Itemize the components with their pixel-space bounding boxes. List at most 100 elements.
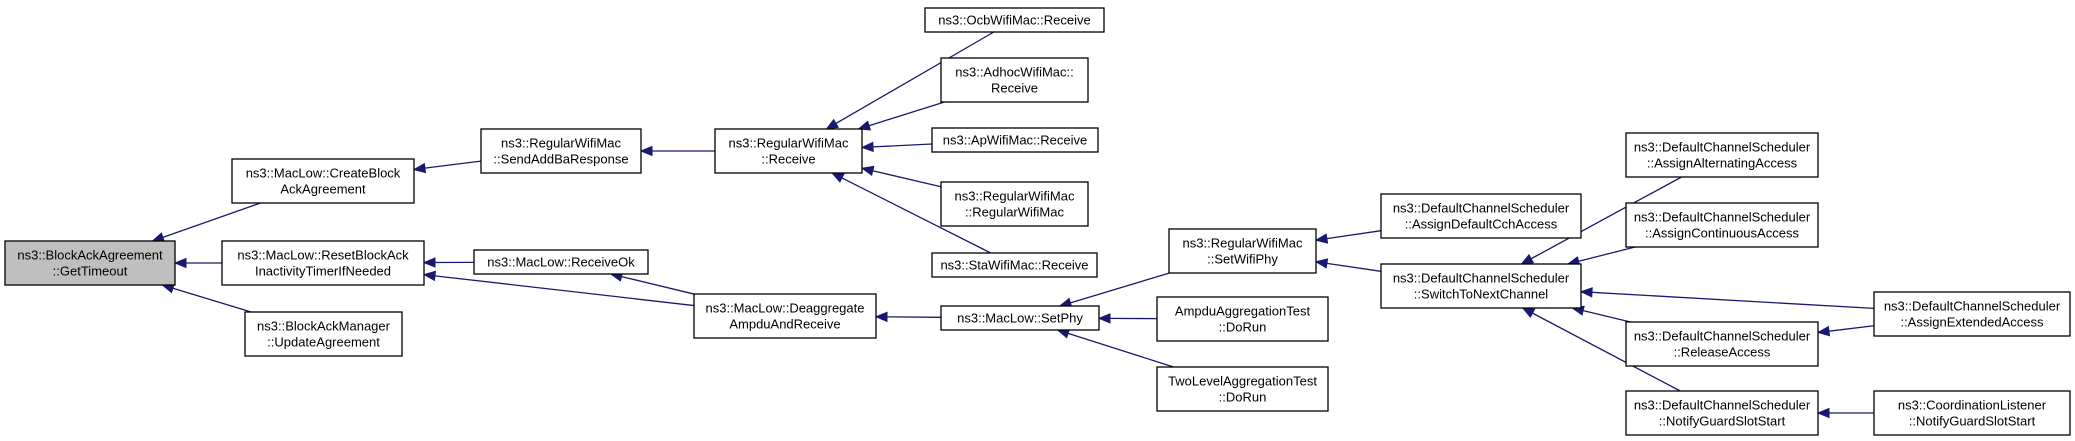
edge-assign-ext-to-release-access — [1816, 325, 1875, 337]
node-box[interactable] — [924, 7, 1105, 33]
edge-coord-listener-to-notify-guard — [1816, 407, 1874, 419]
node-coord-listener[interactable]: ns3::CoordinationListener::NotifyGuardSl… — [1873, 390, 2071, 436]
node-box[interactable] — [473, 249, 649, 275]
edge-line — [872, 170, 942, 188]
node-receive-ok[interactable]: ns3::MacLow::ReceiveOk — [473, 249, 649, 275]
node-sta-receive[interactable]: ns3::StaWifiMac::Receive — [931, 252, 1098, 278]
node-assign-cch[interactable]: ns3::DefaultChannelScheduler::AssignDefa… — [1380, 193, 1582, 239]
node-label: ::DoRun — [1219, 390, 1267, 405]
edge-line — [835, 31, 995, 125]
edge-ocb-receive-to-reg-receive — [825, 31, 995, 130]
node-box[interactable] — [931, 252, 1098, 278]
node-box[interactable] — [940, 57, 1089, 103]
node-label: ::SetWifiPhy — [1207, 252, 1278, 267]
node-box[interactable] — [1380, 263, 1582, 309]
node-label: ::NotifyGuardSlotStart — [1909, 414, 2036, 429]
node-set-phy[interactable]: ns3::MacLow::SetPhy — [940, 305, 1100, 331]
node-label: ns3::StaWifiMac::Receive — [940, 258, 1088, 273]
node-box[interactable] — [1156, 296, 1329, 342]
edge-line — [868, 101, 945, 127]
node-box[interactable] — [940, 305, 1100, 331]
edge-deaggregate-to-reset-block — [422, 270, 695, 307]
node-box[interactable] — [4, 240, 176, 286]
node-reg-receive[interactable]: ns3::RegularWifiMac::Receive — [714, 128, 863, 174]
node-label: ns3::AdhocWifiMac:: — [955, 65, 1074, 80]
edge-arrowhead — [422, 270, 437, 282]
node-release-access[interactable]: ns3::DefaultChannelScheduler::ReleaseAcc… — [1625, 321, 1819, 367]
node-box[interactable] — [693, 293, 877, 339]
edge-assign-cch-to-set-wifi-phy — [1314, 230, 1382, 244]
node-label: InactivityTimerIfNeeded — [255, 264, 391, 279]
node-label: ns3::DefaultChannelScheduler — [1393, 271, 1570, 286]
node-box[interactable] — [221, 240, 425, 286]
node-box[interactable] — [1625, 321, 1819, 367]
node-label: ::SendAddBaResponse — [493, 152, 628, 167]
node-reg-ctor[interactable]: ns3::RegularWifiMac::RegularWifiMac — [940, 181, 1089, 227]
edge-arrowhead — [857, 120, 872, 131]
edge-arrowhead — [1314, 233, 1329, 244]
node-ampdu-test[interactable]: AmpduAggregationTest::DoRun — [1156, 296, 1329, 342]
node-label: ::AssignDefaultCchAccess — [1405, 217, 1558, 232]
edge-line — [872, 143, 933, 148]
edge-two-level-test-to-set-phy — [1056, 328, 1174, 368]
edge-line — [424, 160, 482, 169]
node-label: ns3::OcbWifiMac::Receive — [938, 13, 1090, 28]
node-assign-cont[interactable]: ns3::DefaultChannelScheduler::AssignCont… — [1625, 202, 1819, 248]
node-notify-guard[interactable]: ns3::DefaultChannelScheduler::NotifyGuar… — [1625, 390, 1819, 436]
node-label: ::GetTimeout — [53, 264, 128, 279]
node-box[interactable] — [1873, 390, 2071, 436]
edge-reg-ctor-to-reg-receive — [860, 165, 942, 188]
node-box[interactable] — [1156, 366, 1329, 412]
node-label: AckAgreement — [280, 182, 366, 197]
edge-arrowhead — [1521, 307, 1536, 319]
edge-arrowhead — [1816, 407, 1830, 419]
node-label: ns3::CoordinationListener — [1898, 398, 2047, 413]
node-label: ::NotifyGuardSlotStart — [1659, 414, 1786, 429]
node-label: ::DoRun — [1219, 320, 1267, 335]
node-send-add-ba[interactable]: ns3::RegularWifiMac::SendAddBaResponse — [480, 128, 642, 174]
node-label: Receive — [991, 81, 1038, 96]
node-label: TwoLevelAggregationTest — [1168, 374, 1317, 389]
node-box[interactable] — [1625, 202, 1819, 248]
node-box[interactable] — [244, 311, 403, 357]
node-two-level-test[interactable]: TwoLevelAggregationTest::DoRun — [1156, 366, 1329, 412]
edge-arrowhead — [422, 257, 436, 268]
node-root[interactable]: ns3::BlockAckAgreement::GetTimeout — [4, 240, 176, 286]
node-box[interactable] — [714, 128, 863, 174]
node-label: ns3::RegularWifiMac — [955, 189, 1075, 204]
edge-update-agreement-to-root — [161, 283, 252, 313]
node-box[interactable] — [1380, 193, 1582, 239]
node-assign-ext[interactable]: ns3::DefaultChannelScheduler::AssignExte… — [1873, 291, 2071, 337]
node-box[interactable] — [931, 127, 1099, 153]
node-box[interactable] — [1625, 390, 1819, 436]
node-box[interactable] — [1168, 228, 1317, 274]
node-ocb-receive[interactable]: ns3::OcbWifiMac::Receive — [924, 7, 1105, 33]
node-adhoc-receive[interactable]: ns3::AdhocWifiMac::Receive — [940, 57, 1089, 103]
node-label: ns3::MacLow::SetPhy — [957, 311, 1083, 326]
edge-line — [1067, 332, 1174, 368]
node-set-wifi-phy[interactable]: ns3::RegularWifiMac::SetWifiPhy — [1168, 228, 1317, 274]
node-reset-block[interactable]: ns3::MacLow::ResetBlockAckInactivityTime… — [221, 240, 425, 286]
node-assign-alt[interactable]: ns3::DefaultChannelScheduler::AssignAlte… — [1625, 132, 1819, 178]
node-box[interactable] — [1873, 291, 2071, 337]
edge-reset-block-to-root — [173, 257, 222, 269]
node-update-agreement[interactable]: ns3::BlockAckManager::UpdateAgreement — [244, 311, 403, 357]
node-label: ns3::RegularWifiMac — [1183, 236, 1303, 251]
node-label: ns3::RegularWifiMac — [729, 136, 849, 151]
node-box[interactable] — [940, 181, 1089, 227]
node-ap-receive[interactable]: ns3::ApWifiMac::Receive — [931, 127, 1099, 153]
edge-adhoc-receive-to-reg-receive — [857, 101, 945, 131]
edge-arrowhead — [151, 232, 166, 243]
node-label: ns3::MacLow::Deaggregate — [706, 301, 865, 316]
edge-switch-next-to-set-wifi-phy — [1314, 258, 1382, 272]
node-box[interactable] — [231, 158, 415, 204]
node-box[interactable] — [1625, 132, 1819, 178]
node-switch-next[interactable]: ns3::DefaultChannelScheduler::SwitchToNe… — [1380, 263, 1582, 309]
node-box[interactable] — [480, 128, 642, 174]
node-label: ::AssignContinuousAccess — [1645, 226, 1799, 241]
node-label: ns3::MacLow::ReceiveOk — [487, 255, 635, 270]
node-label: ns3::DefaultChannelScheduler — [1884, 299, 2061, 314]
